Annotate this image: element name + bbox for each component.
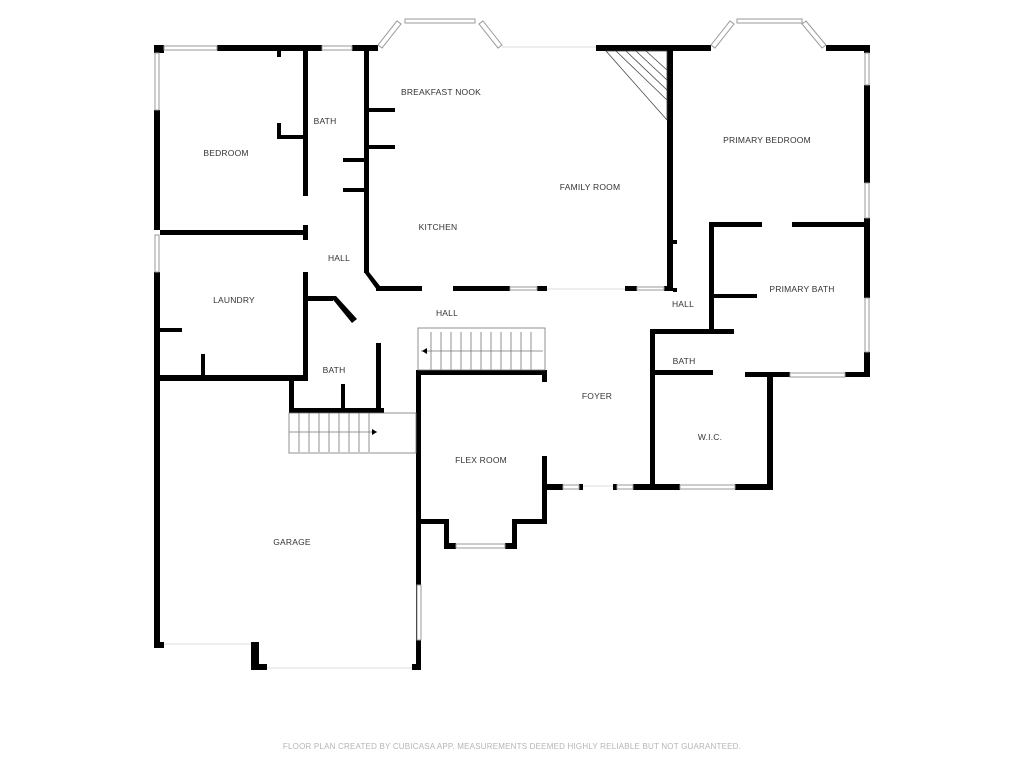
windows [154, 18, 870, 641]
room-label-bedroom: BEDROOM [203, 148, 249, 158]
room-label-flex-room: FLEX ROOM [455, 455, 507, 465]
room-label-hall: HALL [327, 253, 351, 263]
walls [154, 45, 870, 670]
room-label-garage: GARAGE [273, 537, 311, 547]
room-label-laundry: LAUNDRY [213, 295, 255, 305]
room-label-hall: HALL [671, 299, 695, 309]
room-label-foyer: FOYER [581, 391, 613, 401]
room-label-primary-bath: PRIMARY BATH [769, 284, 835, 294]
room-label-kitchen: KITCHEN [418, 222, 458, 232]
fireplace-hatch [605, 50, 668, 122]
openings [164, 46, 625, 669]
room-label-wic: W.I.C. [697, 432, 723, 442]
stairs-upper [417, 327, 546, 371]
stairs-lower [288, 412, 417, 454]
room-label-bath: BATH [672, 356, 696, 366]
room-label-bath: BATH [313, 116, 337, 126]
room-label-breakfast-nook: BREAKFAST NOOK [400, 87, 482, 97]
room-label-primary-bedroom: PRIMARY BEDROOM [723, 135, 811, 145]
room-label-bath: BATH [322, 365, 346, 375]
footer-disclaimer: FLOOR PLAN CREATED BY CUBICASA APP. MEAS… [282, 742, 742, 751]
room-label-family-room: FAMILY ROOM [559, 182, 621, 192]
room-label-hall: HALL [435, 308, 459, 318]
